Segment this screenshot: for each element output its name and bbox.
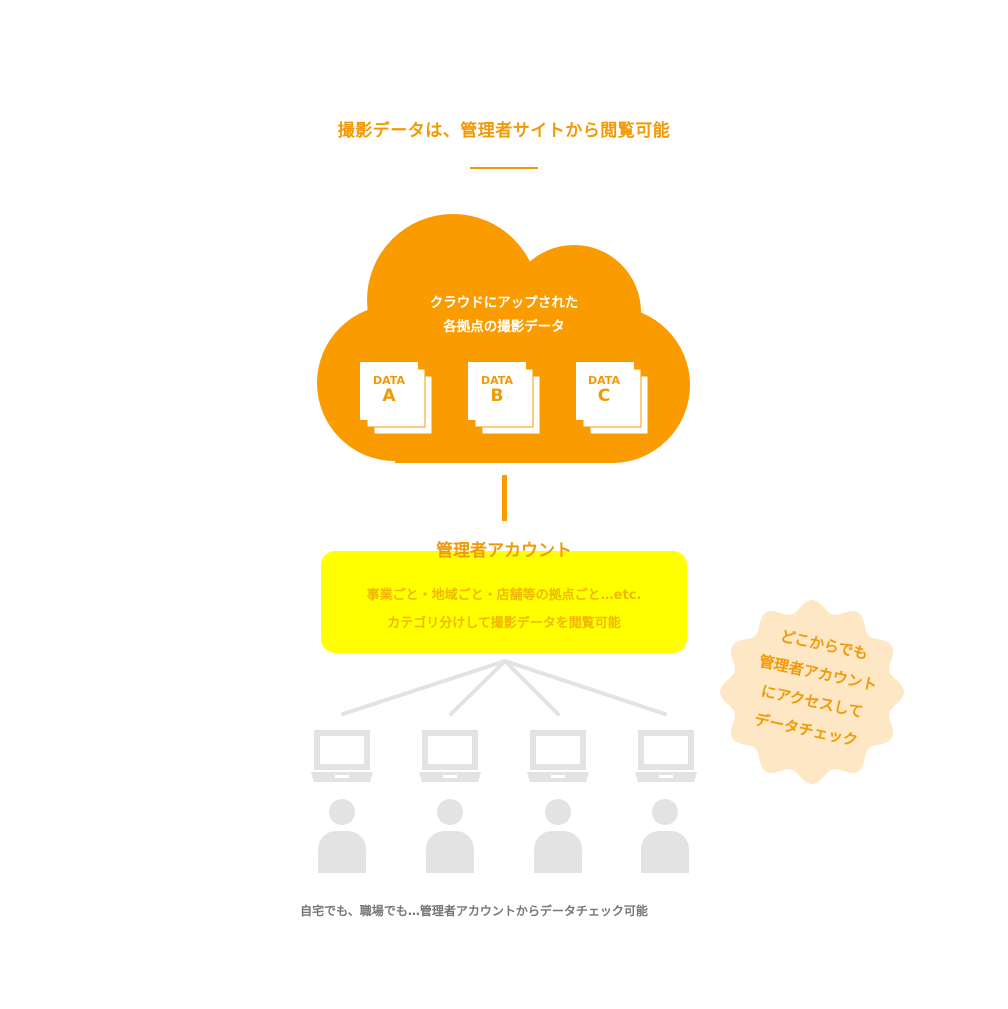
document-stack-icon <box>468 362 541 435</box>
admin-account-line2: カテゴリ分けして撮影データを閲覧可能 <box>387 616 621 631</box>
laptop-icon <box>527 730 589 782</box>
laptop-icon <box>419 730 481 782</box>
person-icon <box>641 799 689 873</box>
cloud-connector <box>502 475 507 521</box>
document-stack-icon <box>360 362 433 435</box>
cloud-caption-line2: 各拠点の撮影データ <box>443 319 565 335</box>
footer-caption: 自宅でも、職場でも…管理者アカウントからデータチェック可能 <box>300 904 648 918</box>
admin-account-box <box>321 551 687 653</box>
laptop-icon <box>311 730 373 782</box>
data-card-c: DATA C <box>575 374 633 405</box>
page-title: 撮影データは、管理者サイトから閲覧可能 <box>337 121 671 141</box>
admin-account-line1: 事業ごと・地域ごと・店舗等の拠点ごと…etc. <box>366 588 642 603</box>
network-lines <box>341 659 667 716</box>
person-icon <box>318 799 366 873</box>
data-card-b: DATA B <box>468 374 526 405</box>
data-card-c-letter: C <box>597 386 611 406</box>
person-icon <box>426 799 474 873</box>
data-card-b-letter: B <box>490 386 504 406</box>
document-stack-icon <box>576 362 649 435</box>
laptop-icon <box>635 730 697 782</box>
admin-account-title: 管理者アカウント <box>436 541 572 561</box>
data-card-a-letter: A <box>382 386 396 406</box>
data-card-b-small: DATA <box>481 374 513 387</box>
cloud-caption-line1: クラウドにアップされた <box>429 295 579 311</box>
data-card-c-small: DATA <box>588 374 620 387</box>
starburst-badge-icon <box>720 600 904 784</box>
data-card-a-small: DATA <box>373 374 405 387</box>
person-icon <box>534 799 582 873</box>
data-card-a: DATA A <box>360 374 418 405</box>
title-divider <box>470 167 538 169</box>
